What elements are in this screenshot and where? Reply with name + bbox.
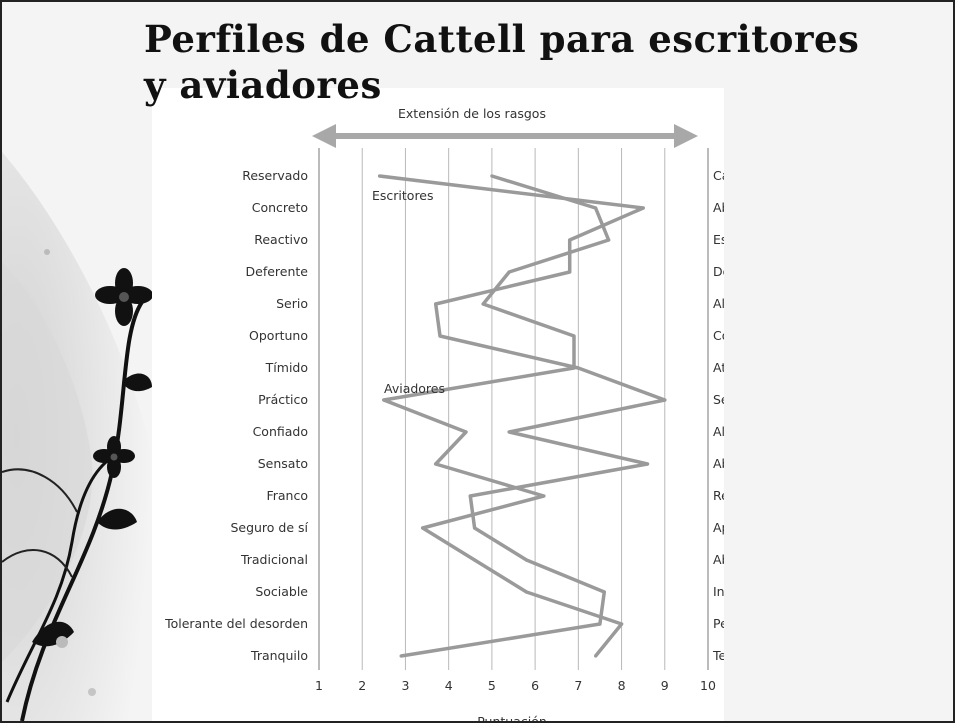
left-label: Práctico — [258, 392, 308, 407]
right-trait-labels: CálidoAbstractoEstable emocionalmenteDom… — [712, 168, 724, 663]
data-point — [572, 334, 576, 338]
data-point — [377, 174, 382, 178]
data-point — [568, 238, 572, 242]
right-label: Aprehensivo — [713, 520, 724, 535]
cattell-profile-chart: Extensión de los rasgos ReservadoConcret… — [164, 106, 724, 722]
data-point — [606, 238, 611, 242]
x-tick-label: 8 — [618, 678, 626, 693]
flower-icon — [95, 268, 153, 326]
left-label: Concreto — [252, 200, 308, 215]
left-label: Deferente — [246, 264, 309, 279]
left-label: Tradicional — [240, 552, 308, 567]
right-label: Reservado — [713, 488, 724, 503]
data-point — [421, 526, 425, 530]
left-label: Franco — [266, 488, 308, 503]
x-axis-label: Puntuación — [477, 714, 547, 722]
left-label: Seguro de sí — [230, 520, 308, 535]
left-label: Tolerante del desorden — [164, 616, 308, 631]
right-label: Dominante — [713, 264, 724, 279]
data-point — [434, 302, 438, 306]
right-label: Consciente de las reglas — [713, 328, 724, 343]
data-point — [399, 654, 403, 658]
data-point — [490, 174, 494, 178]
data-point — [568, 270, 572, 274]
x-tick-label: 2 — [358, 678, 366, 693]
left-label: Serio — [276, 296, 308, 311]
right-label: Cálido — [713, 168, 724, 183]
grid-lines — [318, 148, 709, 670]
left-label: Confiado — [253, 424, 308, 439]
data-point — [473, 526, 477, 530]
arrow-head-left — [312, 124, 336, 148]
x-tick-label: 6 — [531, 678, 539, 693]
data-point — [576, 366, 580, 370]
data-point — [598, 622, 602, 626]
series-label-escritores: Escritores — [372, 188, 434, 203]
right-label: Alerta — [713, 424, 724, 439]
data-point — [572, 366, 576, 370]
data-point — [619, 622, 624, 626]
data-point — [602, 590, 606, 594]
double-arrow-icon — [312, 124, 698, 148]
data-point — [507, 270, 511, 274]
left-label: Reservado — [242, 168, 308, 183]
x-tick-label: 1 — [315, 678, 323, 693]
right-label: Perfeccionista — [713, 616, 724, 631]
right-label: Alegre — [713, 296, 724, 311]
data-point — [464, 430, 468, 434]
data-point — [434, 462, 438, 466]
data-point — [645, 462, 650, 466]
right-label: Atrevido socialmente — [713, 360, 724, 375]
data-point — [524, 558, 529, 562]
data-point — [438, 334, 442, 338]
x-tick-label: 4 — [445, 678, 453, 693]
data-point — [524, 590, 529, 594]
left-label: Sociable — [255, 584, 308, 599]
floral-decoration — [2, 152, 153, 721]
arrow-head-right — [674, 124, 698, 148]
right-label: Abstraído — [713, 456, 724, 471]
series-line-1 — [382, 174, 624, 658]
flower-icon — [93, 436, 135, 478]
x-tick-label: 5 — [488, 678, 496, 693]
x-tick-label: 7 — [574, 678, 582, 693]
data-point — [473, 558, 477, 562]
right-label: Sensible — [713, 392, 724, 407]
chart-header: Extensión de los rasgos — [398, 106, 546, 121]
data-point — [481, 302, 485, 306]
x-tick-label: 3 — [401, 678, 409, 693]
right-label: Tenso — [712, 648, 724, 663]
data-point — [594, 206, 598, 210]
right-label: Abierto al cambio — [713, 552, 724, 567]
data-point — [542, 494, 546, 498]
left-label: Sensato — [258, 456, 308, 471]
x-tick-label: 10 — [700, 678, 716, 693]
x-tick-label: 9 — [661, 678, 669, 693]
left-label: Reactivo — [254, 232, 308, 247]
slide-title: Perfiles de Cattell para escritores y av… — [144, 17, 860, 107]
data-point — [382, 398, 386, 402]
right-label: Estable emocionalmente — [713, 232, 724, 247]
series-line-0 — [379, 174, 667, 658]
right-label: Independiente — [713, 584, 724, 599]
series-lines — [377, 174, 667, 658]
left-trait-labels: ReservadoConcretoReactivoDeferenteSerioO… — [164, 168, 308, 663]
left-label: Oportuno — [249, 328, 308, 343]
data-point — [507, 430, 511, 434]
right-label: Abstracto — [713, 200, 724, 215]
left-label: Tranquilo — [250, 648, 308, 663]
data-point — [663, 398, 667, 402]
left-label: Tímido — [265, 360, 308, 375]
data-point — [641, 206, 645, 210]
data-point — [468, 494, 472, 498]
series-label-aviadores: Aviadores — [384, 381, 445, 396]
data-point — [594, 654, 598, 658]
